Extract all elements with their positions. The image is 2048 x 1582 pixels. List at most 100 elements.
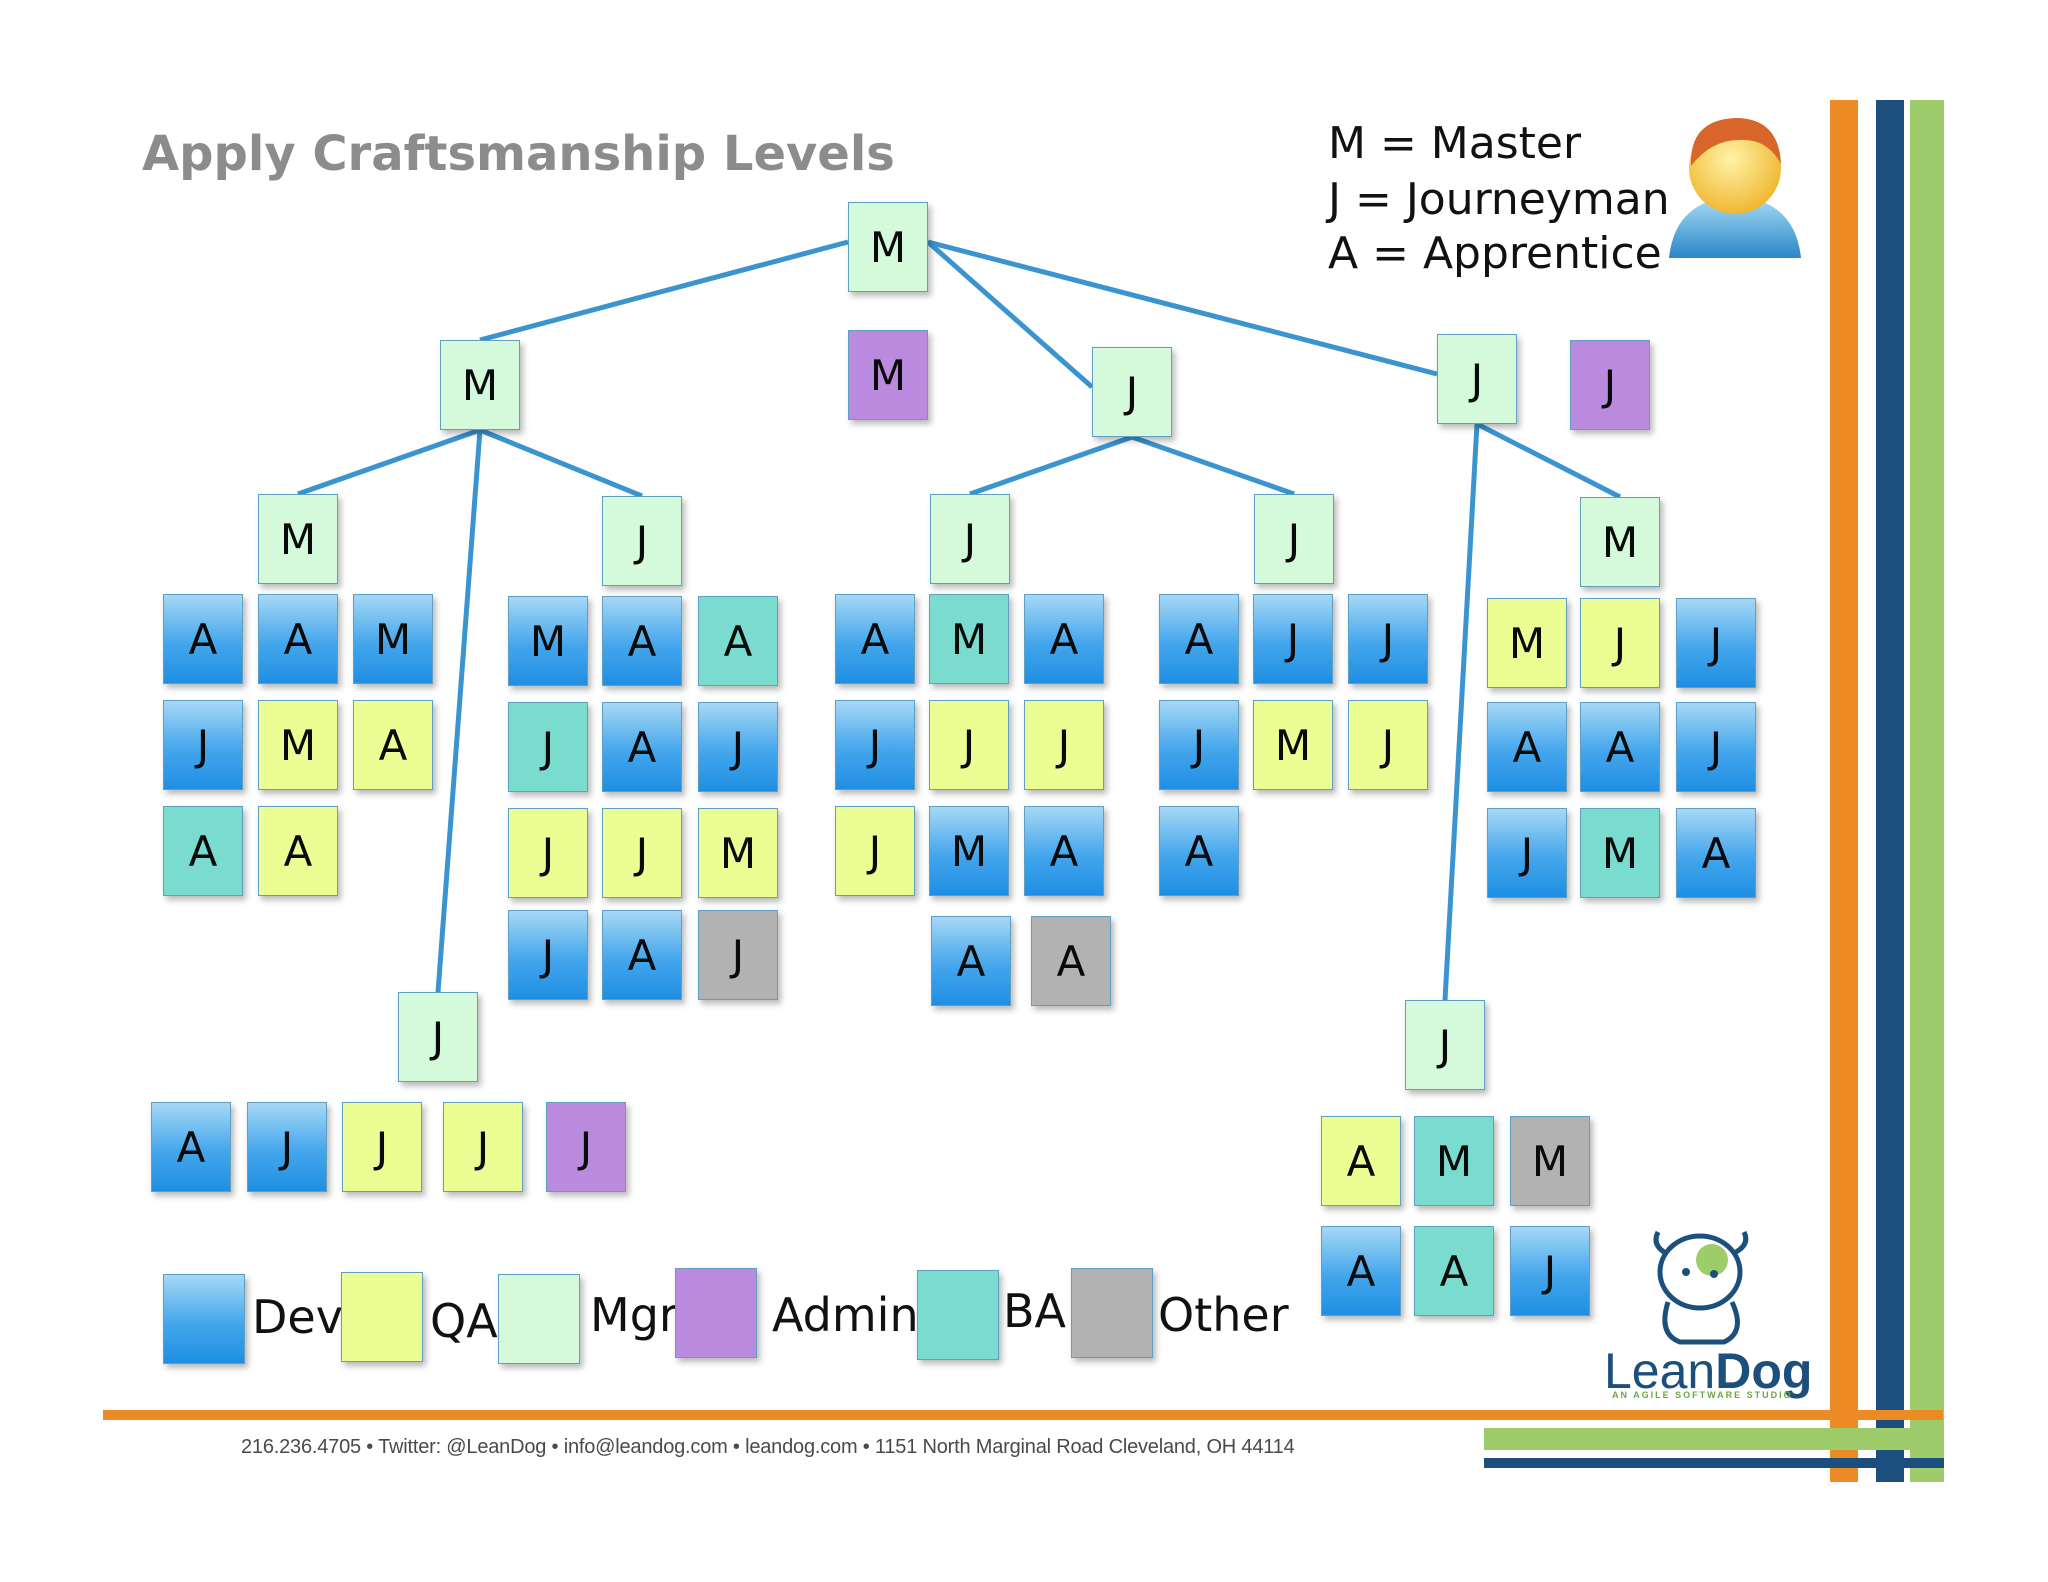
legend-label-dev: Dev [252,1290,343,1344]
legend-swatch-mgr [498,1274,580,1364]
box-dev-a: A [151,1102,231,1192]
box-mgr-j: J [1092,347,1172,437]
legend-swatch-ba [917,1270,999,1360]
box-qa-a: A [258,806,338,896]
legend-label-admin: Admin [772,1288,919,1342]
box-qa-j: J [1348,700,1428,790]
key-master: M = Master [1328,118,1582,169]
slide-title: Apply Craftsmanship Levels [142,126,895,182]
navy-horizontal-stripe [1484,1458,1944,1468]
box-dev-j: J [698,702,778,792]
connector-line [1131,434,1295,497]
connector-line [297,427,481,497]
box-dev-m: M [353,594,433,684]
connector-line [1475,421,1622,500]
box-qa-a: A [1321,1116,1401,1206]
navy-vertical-stripe [1876,100,1904,1482]
box-dev-a: A [1487,702,1567,792]
connector-line [926,240,1094,389]
box-dev-j: J [1348,594,1428,684]
box-ba-j: J [508,702,588,792]
leandog-tagline: AN AGILE SOFTWARE STUDIO [1612,1390,1793,1400]
box-qa-m: M [1487,598,1567,688]
box-mgr-m: M [1580,497,1660,587]
box-dev-j: J [1159,700,1239,790]
box-other-a: A [1031,916,1111,1006]
box-qa-j: J [929,700,1009,790]
box-dev-j: J [1510,1226,1590,1316]
legend-label-mgr: Mgr [590,1288,678,1342]
box-other-m: M [1510,1116,1590,1206]
box-mgr-j: J [602,496,682,586]
leandog-wordmark: LeanDog [1604,1342,1812,1400]
box-mgr-j: J [1254,494,1334,584]
logo-name-bold: Dog [1715,1343,1813,1399]
box-mgr-j: J [398,992,478,1082]
box-dev-j: J [508,910,588,1000]
box-qa-j: J [508,808,588,898]
box-dev-j: J [247,1102,327,1192]
orange-vertical-stripe [1830,100,1858,1482]
logo-name-light: Lean [1604,1343,1716,1399]
box-qa-m: M [1253,700,1333,790]
box-dev-a: A [258,594,338,684]
box-qa-j: J [1024,700,1104,790]
box-dev-j: J [1676,598,1756,688]
box-dev-j: J [1676,702,1756,792]
box-mgr-m: M [258,494,338,584]
box-ba-m: M [1414,1116,1494,1206]
footer-contact: 216.236.4705 • Twitter: @LeanDog • info@… [241,1436,1295,1458]
box-other-j: J [698,910,778,1000]
connector-line [1442,423,1480,1001]
box-dev-a: A [1676,808,1756,898]
box-dev-a: A [602,910,682,1000]
box-dev-j: J [835,700,915,790]
box-dev-m: M [929,806,1009,896]
box-dev-a: A [1159,594,1239,684]
box-mgr-m: M [440,340,520,430]
box-dev-j: J [1253,594,1333,684]
legend-label-ba: BA [1003,1284,1067,1338]
box-ba-a: A [1414,1226,1494,1316]
box-ba-m: M [929,594,1009,684]
box-mgr-j: J [1405,1000,1485,1090]
box-mgr-j: J [930,494,1010,584]
connector-line [969,434,1133,497]
box-dev-a: A [1024,806,1104,896]
box-dev-a: A [163,594,243,684]
legend-label-qa: QA [430,1294,498,1348]
box-qa-m: M [258,700,338,790]
legend-swatch-other [1071,1268,1153,1358]
box-dev-j: J [163,700,243,790]
box-qa-m: M [698,808,778,898]
green-horizontal-stripe [1484,1428,1944,1450]
box-admin-j: J [546,1102,626,1192]
box-qa-j: J [602,808,682,898]
box-dev-a: A [835,594,915,684]
legend-swatch-dev [163,1274,245,1364]
connector-line [479,427,643,499]
box-qa-j: J [1580,598,1660,688]
box-mgr-j: J [1437,334,1517,424]
box-ba-a: A [163,806,243,896]
box-ba-a: A [698,596,778,686]
box-dev-a: A [1024,594,1104,684]
box-qa-j: J [443,1102,523,1192]
box-mgr-m: M [848,202,928,292]
bulldog-logo-icon [1653,1230,1749,1345]
box-dev-a: A [1580,702,1660,792]
key-apprentice: A = Apprentice [1328,228,1662,279]
connector-line [479,239,849,343]
box-qa-a: A [353,700,433,790]
person-avatar-icon [1669,118,1801,258]
box-dev-m: M [508,596,588,686]
key-journeyman: J = Journeyman [1328,174,1670,225]
box-dev-a: A [1321,1226,1401,1316]
connector-line [435,429,483,993]
box-dev-a: A [602,702,682,792]
box-qa-j: J [342,1102,422,1192]
box-dev-a: A [1159,806,1239,896]
box-admin-j: J [1570,340,1650,430]
